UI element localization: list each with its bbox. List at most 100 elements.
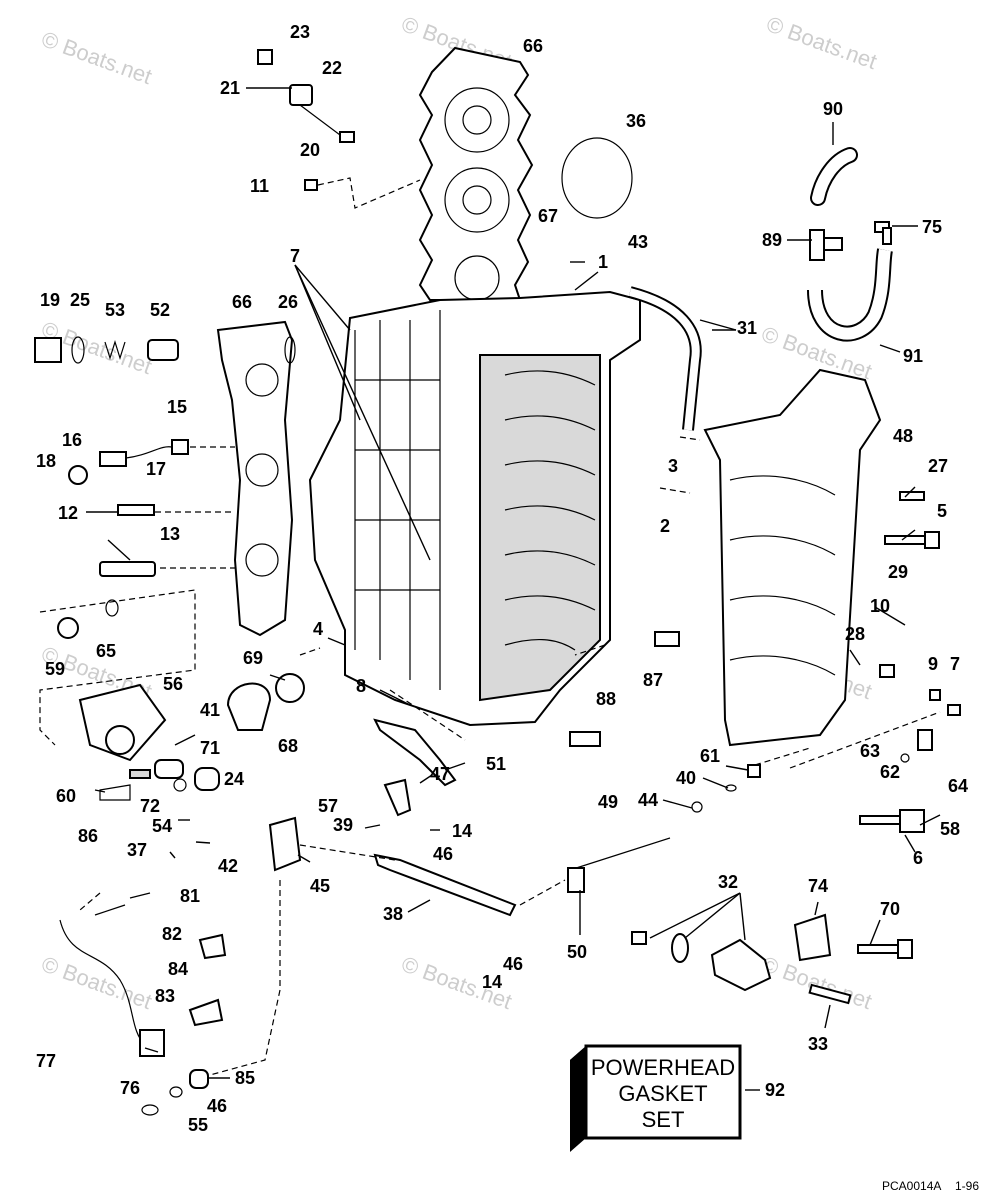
callout-2: 2 (660, 516, 670, 536)
callout-9: 9 (928, 654, 938, 674)
callout-77: 77 (36, 1051, 56, 1071)
callout-85: 85 (235, 1068, 255, 1088)
callout-87: 87 (643, 670, 663, 690)
callout-76: 76 (120, 1078, 140, 1098)
callout-16: 16 (62, 430, 82, 450)
head-gasket-part (418, 46, 534, 301)
callout-86: 86 (78, 826, 98, 846)
callout-38: 38 (383, 904, 403, 924)
callout-55: 55 (188, 1115, 208, 1135)
watermark: © Boats.net (38, 26, 155, 89)
callout-60: 60 (56, 786, 76, 806)
callout-57: 57 (318, 796, 338, 816)
callout-47: 47 (430, 764, 450, 784)
gasket-box-line1: POWERHEAD (591, 1055, 735, 1080)
callout-40: 40 (676, 768, 696, 788)
bracket-parts (59, 904, 832, 1116)
callout-23: 23 (290, 22, 310, 42)
callout-58: 58 (940, 819, 960, 839)
temp-sensor-parts (68, 439, 189, 577)
callout-13: 13 (160, 524, 180, 544)
callout-75: 75 (922, 217, 942, 237)
callout-49: 49 (598, 792, 618, 812)
callout-65: 65 (96, 641, 116, 661)
callout-84: 84 (168, 959, 188, 979)
callout-33: 33 (808, 1034, 828, 1054)
gasket-box-line2: GASKET (618, 1081, 707, 1106)
callout-15: 15 (167, 397, 187, 417)
callout-10: 10 (870, 596, 890, 616)
callout-82: 82 (162, 924, 182, 944)
crankcase-block-part (308, 290, 641, 727)
callout-29: 29 (888, 562, 908, 582)
callout-46: 46 (503, 954, 523, 974)
callout-52: 52 (150, 300, 170, 320)
gasket-box-line3: SET (642, 1107, 685, 1132)
watermark: © Boats.net (758, 951, 875, 1014)
callout-4: 4 (313, 619, 323, 639)
callout-66: 66 (523, 36, 543, 56)
callout-7: 7 (950, 654, 960, 674)
callout-22: 22 (322, 58, 342, 78)
callout-20: 20 (300, 140, 320, 160)
callout-21: 21 (220, 78, 240, 98)
callout-14: 14 (482, 972, 502, 992)
callout-24: 24 (224, 769, 244, 789)
callout-28: 28 (845, 624, 865, 644)
bolt-parts (808, 491, 940, 1005)
callout-71: 71 (200, 738, 220, 758)
callout-44: 44 (638, 790, 658, 810)
callout-51: 51 (486, 754, 506, 774)
callout-12: 12 (58, 503, 78, 523)
callout-53: 53 (105, 300, 125, 320)
callout-5: 5 (937, 501, 947, 521)
callout-66: 66 (232, 292, 252, 312)
callout-72: 72 (140, 796, 160, 816)
callout-36: 36 (626, 111, 646, 131)
callout-59: 59 (45, 659, 65, 679)
callout-50: 50 (567, 942, 587, 962)
callout-74: 74 (808, 876, 828, 896)
callout-18: 18 (36, 451, 56, 471)
callout-63: 63 (860, 741, 880, 761)
callout-41: 41 (200, 700, 220, 720)
callout-8: 8 (356, 676, 366, 696)
assembly-dashed-lines (39, 177, 941, 1076)
callout-62: 62 (880, 762, 900, 782)
callout-92: 92 (765, 1080, 785, 1100)
callout-64: 64 (948, 776, 968, 796)
callout-91: 91 (903, 346, 923, 366)
gasket-set-box: POWERHEAD GASKET SET (570, 1044, 742, 1152)
callout-46: 46 (433, 844, 453, 864)
cylinder-head-cover-part (216, 320, 294, 637)
callout-45: 45 (310, 876, 330, 896)
callout-37: 37 (127, 840, 147, 860)
callout-7: 7 (290, 246, 300, 266)
callout-61: 61 (700, 746, 720, 766)
callout-25: 25 (70, 290, 90, 310)
sender-part (257, 49, 355, 191)
callout-67: 67 (538, 206, 558, 226)
callout-81: 81 (180, 886, 200, 906)
watermark: © Boats.net (38, 951, 155, 1014)
callout-43: 43 (628, 232, 648, 252)
callout-17: 17 (146, 459, 166, 479)
callout-69: 69 (243, 648, 263, 668)
callout-39: 39 (333, 815, 353, 835)
callout-89: 89 (762, 230, 782, 250)
figure-code: PCA0014A (882, 1179, 941, 1193)
callout-90: 90 (823, 99, 843, 119)
callout-1: 1 (598, 252, 608, 272)
o-ring-part (561, 137, 633, 219)
callout-11: 11 (250, 176, 269, 196)
callout-3: 3 (668, 456, 678, 476)
tee-fitting-part (874, 221, 892, 245)
callout-27: 27 (928, 456, 948, 476)
bleed-valve-parts (57, 599, 305, 801)
callout-31: 31 (737, 318, 757, 338)
thermostat-parts (34, 336, 296, 364)
callout-46: 46 (207, 1096, 227, 1116)
callout-42: 42 (218, 856, 238, 876)
figure-date: 1-96 (955, 1179, 979, 1193)
